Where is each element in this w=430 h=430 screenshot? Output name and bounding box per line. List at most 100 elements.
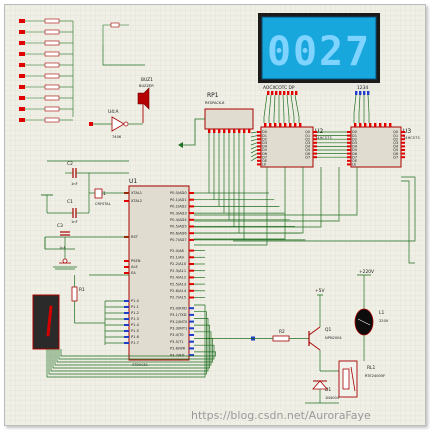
latch-pin	[313, 149, 317, 151]
oscillator-circuit[interactable]: C2 1nF X1 CRYSTAL C1 1nF	[41, 161, 129, 224]
mcu-pin	[124, 336, 129, 338]
bank-resistor	[44, 18, 60, 24]
buzzer-label: BUZ1	[141, 77, 153, 83]
bank-led	[19, 118, 25, 122]
latch-pin-label: OE	[262, 159, 268, 163]
crystal-label: X1	[100, 191, 106, 197]
wire	[250, 142, 258, 146]
bank-resistor	[44, 73, 60, 79]
seven-segment-display-4digit[interactable]: 0 0 2 7 AOCXCOTC DP 1234	[258, 13, 380, 95]
mcu-pin-label: P3.0/RXD	[170, 306, 187, 310]
mcu-pin	[189, 313, 194, 316]
resistor-pack[interactable]: RP1 RESPACK-8	[204, 92, 254, 133]
mcu-pin-label: P1.1	[131, 305, 139, 309]
cap-c2-value: 1nF	[71, 182, 78, 186]
mcu-at89c51[interactable]: U1 XTAL1XTAL2RSTPSENALEEAP1.0P1.1P1.2P1.…	[124, 178, 194, 367]
relay-driver[interactable]: +5V R2 Q1 NPN2004 D1 1N4004 RL1 RTE24005…	[251, 269, 389, 404]
latch-top-pin	[284, 123, 287, 127]
single-seven-segment[interactable]	[32, 294, 60, 350]
not-gate[interactable]: U4:A 7406	[89, 109, 143, 139]
latch-pin-label: D1	[352, 134, 357, 138]
wire	[250, 131, 258, 134]
mcu-pin-label: P0.1/AD1	[170, 198, 187, 202]
diode-label: D1	[325, 387, 331, 393]
latch-pin	[347, 138, 351, 141]
latch-top-pin	[294, 123, 297, 127]
display-pin	[363, 91, 366, 95]
latch-pin	[401, 134, 405, 137]
mcu-pin	[189, 238, 194, 241]
latch-u2[interactable]: U2 74HC573 D0D1D2D3D4D5D6D7OELEQ0Q1Q2Q3Q…	[257, 123, 332, 168]
resistor-pack-pin	[218, 129, 221, 133]
latch-pin	[401, 152, 405, 155]
mcu-pin-label: EA	[131, 271, 136, 275]
wire	[250, 153, 258, 158]
bank-led	[19, 19, 25, 23]
latch-pin	[347, 149, 351, 151]
mcu-pin	[189, 212, 194, 215]
resistor-pack-pin	[243, 129, 246, 133]
mcu-pin-label: P2.2/A10	[170, 262, 187, 266]
resistor-r1[interactable]: R1	[71, 275, 85, 323]
wire	[194, 167, 286, 240]
latch-pin	[257, 131, 261, 133]
mcu-pin-label: P1.3	[131, 317, 139, 321]
schematic-frame: 0 0 2 7 AOCXCOTC DP 1234 BUZ1 BUZZER U4:…	[4, 4, 426, 426]
latch-pin-label: D6	[352, 152, 358, 156]
bank-led	[19, 107, 25, 111]
bank-resistor	[44, 62, 60, 68]
cap-c3-label: C3	[57, 223, 63, 229]
wire	[250, 146, 258, 150]
buzzer[interactable]: BUZ1 BUZZER	[137, 77, 154, 123]
schematic-canvas: 0 0 2 7 AOCXCOTC DP 1234 BUZ1 BUZZER U4:…	[5, 5, 425, 425]
wire	[54, 331, 212, 366]
mcu-pin-label: P0.0/AD0	[170, 191, 187, 195]
rp-arrow-head	[178, 142, 183, 148]
latch-pin	[313, 156, 317, 159]
wire	[273, 94, 276, 123]
latch-pin-label: D5	[262, 148, 267, 152]
display-pin	[367, 91, 370, 95]
latch-pin-label: Q7	[305, 155, 310, 159]
bank-resistor	[44, 29, 60, 35]
transistor-sublabel: NPN2004	[325, 336, 342, 340]
latch-pin-label: Q7	[393, 155, 398, 159]
latch-top-pin	[359, 123, 362, 127]
latch-u2-sublabel: 74HC573	[315, 136, 332, 140]
rp-arrow-wire	[183, 118, 205, 146]
latch-pin	[347, 145, 351, 148]
wire	[44, 237, 75, 250]
mcu-left-pins: XTAL1XTAL2RSTPSENALEEAP1.0P1.1P1.2P1.3P1…	[124, 191, 142, 345]
display-pin	[283, 91, 286, 95]
wire	[250, 135, 258, 138]
mcu-pin-label: P3.5/T1	[170, 340, 184, 344]
wire	[353, 94, 357, 123]
latch-top-pin	[379, 123, 382, 127]
relay-label: RL1	[367, 365, 375, 371]
display-digit-4: 7	[345, 29, 369, 75]
display-digit-label: 1234	[357, 85, 368, 91]
latch-u3[interactable]: U3 74HC573 D0D1D2D3D4D5D6D7OELEQ0Q1Q2Q3Q…	[347, 123, 420, 168]
latch-pin-label: D3	[262, 141, 267, 145]
mcu-pin-label: P1.2	[131, 311, 139, 315]
mcu-pin	[189, 347, 194, 350]
mcu-pin-label: P0.4/AD4	[170, 218, 187, 222]
lamp-sublabel: 220V	[379, 319, 389, 323]
led-resistor-bank[interactable]	[19, 18, 129, 123]
mcu-pin-label: P2.0/A8	[170, 249, 185, 253]
bank-led	[19, 96, 25, 100]
mcu-pin-label: ALE	[131, 265, 138, 269]
mcu-pin	[189, 232, 194, 235]
latch-pin	[313, 134, 317, 137]
display-pin	[295, 91, 298, 95]
mcu-pin-label: P0.5/AD5	[170, 225, 187, 229]
mcu-pin	[124, 342, 129, 344]
latch-pin-label: D5	[352, 148, 357, 152]
mcu-pin	[124, 300, 129, 302]
supply-5v-label: +5V	[315, 288, 324, 294]
display-digit-3: 2	[319, 29, 343, 75]
mcu-pin-label: PSEN	[131, 259, 141, 263]
wire	[194, 167, 358, 216]
latch-pin	[257, 163, 261, 166]
latch-pin	[347, 131, 351, 133]
